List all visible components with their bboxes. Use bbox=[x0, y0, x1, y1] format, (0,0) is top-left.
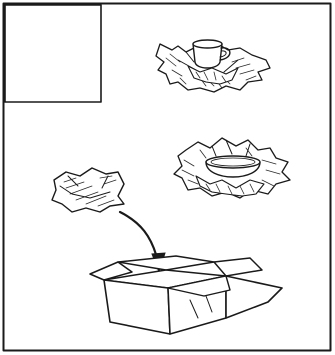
wrapped-bundle bbox=[52, 168, 124, 212]
open-cardboard-box bbox=[90, 256, 282, 334]
cup-wrapped-in-paper bbox=[156, 40, 270, 92]
bowl-wrapped-in-paper bbox=[174, 138, 290, 198]
corner-panel bbox=[5, 5, 101, 102]
